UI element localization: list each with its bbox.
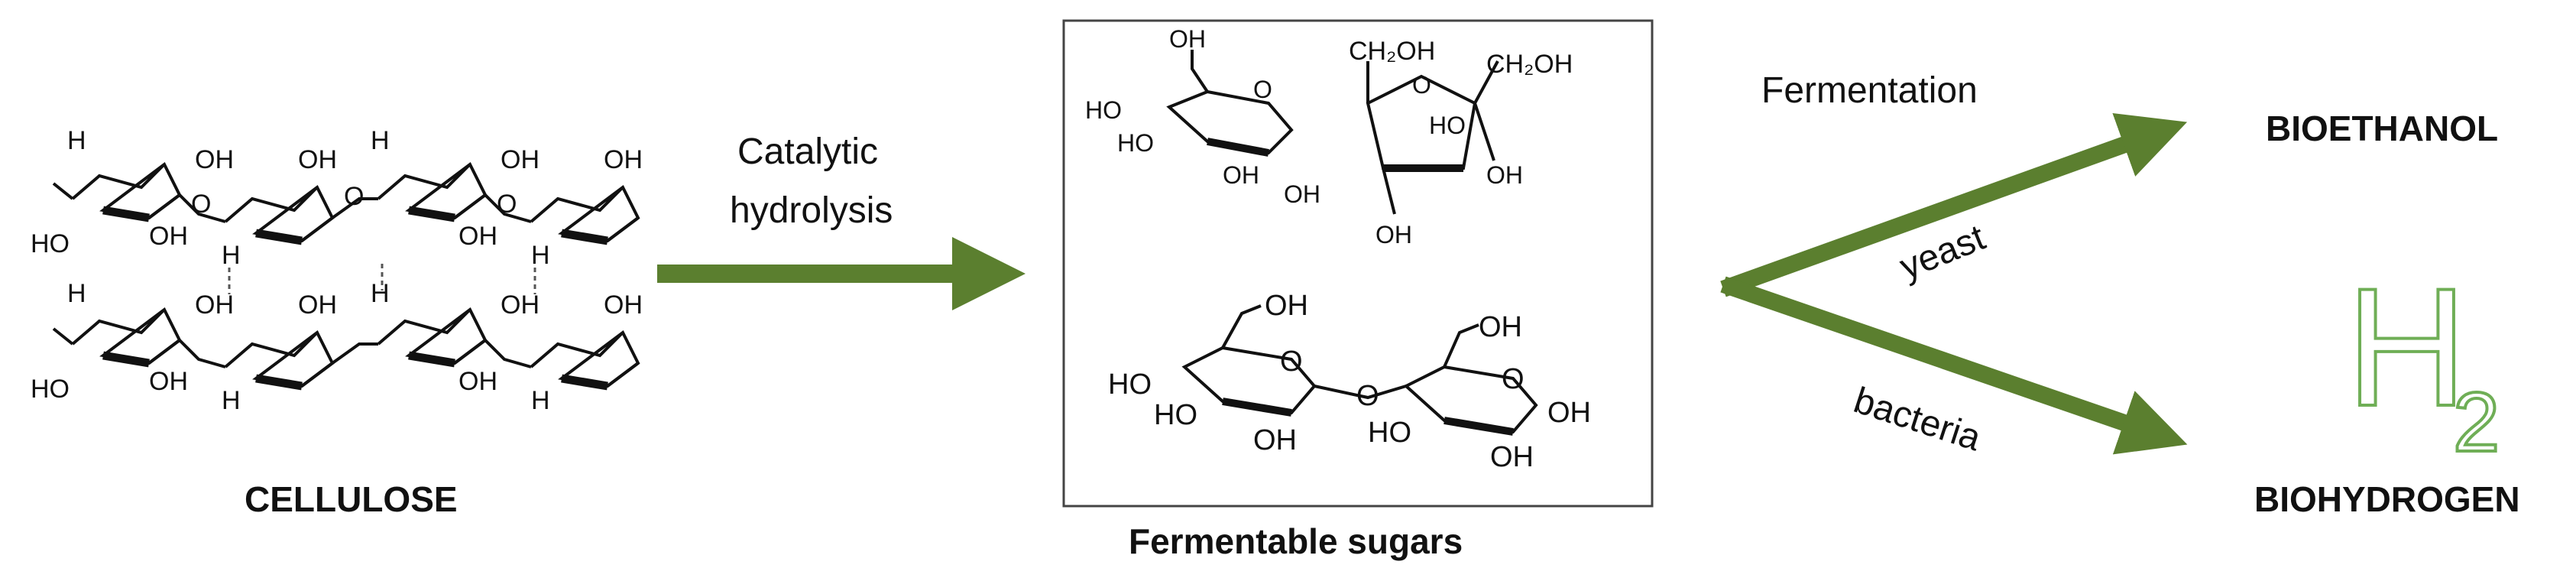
sugars-label: Fermentable sugars <box>1129 521 1463 561</box>
cellulose-atom-h: H <box>222 386 241 415</box>
sugars-box <box>1062 19 1654 508</box>
hydrolysis-label-line1: Catalytic <box>737 131 879 172</box>
cellulose-structure: H HO OH OH OH H OH OH OH O O O H H H HO … <box>31 126 643 415</box>
cellulose-atom-h: H <box>67 126 86 155</box>
svg-text:OH: OH <box>1479 311 1522 343</box>
svg-text:HO: HO <box>1085 96 1122 124</box>
svg-text:O: O <box>1412 71 1431 99</box>
cellulose-atom-oh: OH <box>604 145 643 174</box>
cellulose-chain-bottom: H HO OH OH OH H OH OH OH H H <box>31 279 643 415</box>
cellulose-atom-oh: OH <box>195 145 234 174</box>
cellulose-atom-oh: OH <box>501 145 540 174</box>
cellulose-atom-oh: OH <box>458 367 497 396</box>
cellulose-chain-top: H HO OH OH OH H OH OH OH O O O H H <box>31 126 643 270</box>
cellulose-atom-oh: OH <box>195 290 234 320</box>
svg-text:CH₂OH: CH₂OH <box>1486 50 1573 79</box>
cellulose-atom-oh: OH <box>298 290 337 320</box>
cellulose-atom-ho: HO <box>31 375 70 404</box>
cellulose-atom-o: O <box>497 190 517 219</box>
svg-text:2: 2 <box>2453 375 2500 469</box>
cellulose-label: CELLULOSE <box>245 479 458 519</box>
cellulose-atom-ho: HO <box>31 229 70 258</box>
svg-text:HO: HO <box>1368 417 1411 449</box>
fermentation-label: Fermentation <box>1761 70 1978 111</box>
cellulose-atom-h: H <box>371 126 390 155</box>
cellulose-atom-h: H <box>222 241 241 270</box>
cellulose-atom-o: O <box>344 182 364 211</box>
cellulose-atom-oh: OH <box>501 290 540 320</box>
cellulose-atom-oh: OH <box>604 290 643 320</box>
glucose-structure: OH HO HO O OH OH <box>1085 25 1320 208</box>
cellulose-atom-h: H <box>531 386 550 415</box>
svg-text:OH: OH <box>1284 180 1320 208</box>
svg-text:HO: HO <box>1117 129 1154 157</box>
svg-text:OH: OH <box>1490 441 1534 473</box>
svg-text:O: O <box>1356 380 1379 412</box>
cellulose-atom-h: H <box>67 279 86 308</box>
cellobiose-structure: OH O HO HO OH O OH O OH HO OH <box>1108 290 1591 473</box>
svg-text:OH: OH <box>1253 424 1297 456</box>
cellulose-atom-oh: OH <box>149 222 188 251</box>
svg-text:OH: OH <box>1265 290 1308 322</box>
cellulose-atom-h: H <box>371 279 390 308</box>
svg-text:H: H <box>2346 253 2467 441</box>
svg-text:O: O <box>1502 363 1525 395</box>
svg-text:OH: OH <box>1169 25 1206 53</box>
svg-text:OH: OH <box>1486 161 1523 189</box>
svg-text:O: O <box>1253 76 1272 103</box>
ethanol-arrow <box>1720 113 2188 297</box>
h2-symbol: H 2 <box>2344 252 2501 471</box>
svg-text:OH: OH <box>1223 161 1259 189</box>
svg-text:HO: HO <box>1429 112 1466 139</box>
svg-text:HO: HO <box>1108 368 1152 401</box>
cellulose-atom-h: H <box>531 241 550 270</box>
biohydrogen-label: BIOHYDROGEN <box>2254 479 2520 519</box>
svg-text:O: O <box>1280 346 1303 378</box>
hydrogen-arrow <box>1720 276 2188 455</box>
cellulose-atom-o: O <box>191 190 211 219</box>
svg-text:HO: HO <box>1154 399 1197 431</box>
cellulose-atom-oh: OH <box>149 367 188 396</box>
cellulose-atom-oh: OH <box>298 145 337 174</box>
svg-text:OH: OH <box>1547 397 1591 429</box>
svg-text:CH₂OH: CH₂OH <box>1349 37 1435 66</box>
cellulose-atom-oh: OH <box>458 222 497 251</box>
fructose-structure: CH₂OH CH₂OH O HO OH OH <box>1349 37 1573 248</box>
svg-text:OH: OH <box>1375 221 1412 248</box>
hydrolysis-label-line2: hydrolysis <box>730 190 893 231</box>
bioethanol-label: BIOETHANOL <box>2266 109 2499 148</box>
